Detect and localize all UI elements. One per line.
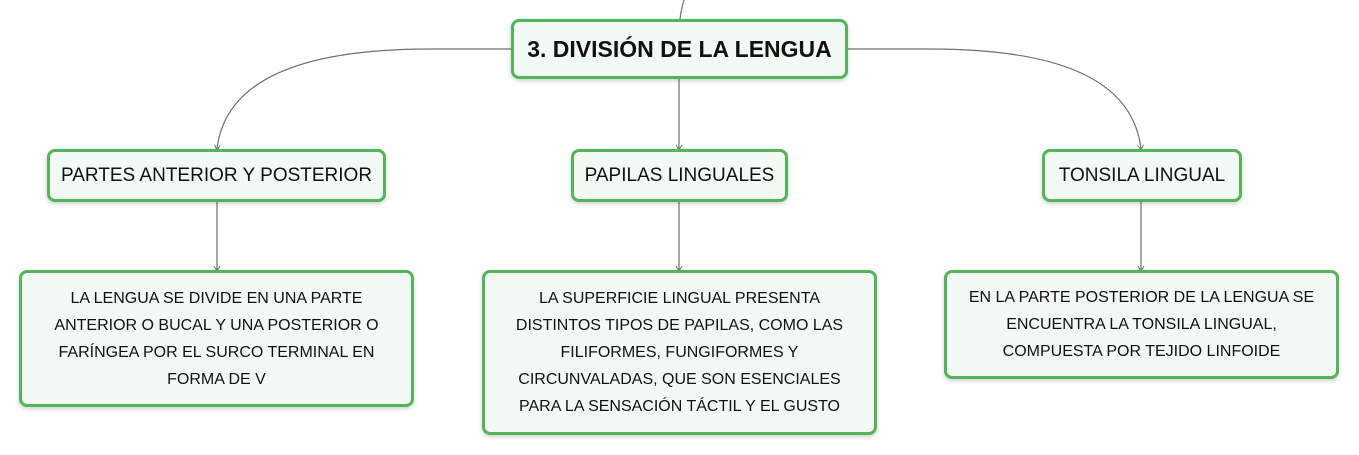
topic-label: PAPILAS LINGUALES [584,164,775,186]
parent-connector [679,0,685,20]
detail-text: EN LA PARTE POSTERIOR DE LA LENGUA SE EN… [968,289,1315,360]
topic-node-papilas[interactable]: PAPILAS LINGUALES [571,149,788,202]
detail-text: LA SUPERFICIE LINGUAL PRESENTA DISTINTOS… [515,290,844,415]
detail-text: LA LENGUA SE DIVIDE EN UNA PARTE ANTERIO… [54,289,379,388]
detail-node-papilas[interactable]: LA SUPERFICIE LINGUAL PRESENTA DISTINTOS… [482,270,877,435]
topic-node-tonsila[interactable]: TONSILA LINGUAL [1042,149,1242,202]
detail-node-partes[interactable]: LA LENGUA SE DIVIDE EN UNA PARTE ANTERIO… [19,270,414,407]
topic-node-partes[interactable]: PARTES ANTERIOR Y POSTERIOR [47,149,386,202]
topic-label: PARTES ANTERIOR Y POSTERIOR [60,164,373,186]
detail-node-tonsila[interactable]: EN LA PARTE POSTERIOR DE LA LENGUA SE EN… [944,270,1339,379]
root-topic-label: 3. DIVISIÓN DE LA LENGUA [527,35,832,62]
root-topic-node[interactable]: 3. DIVISIÓN DE LA LENGUA [511,19,848,79]
connector-root-to-topic-3 [848,48,1141,149]
topic-label: TONSILA LINGUAL [1058,164,1226,186]
connector-root-to-topic-1 [217,48,511,149]
